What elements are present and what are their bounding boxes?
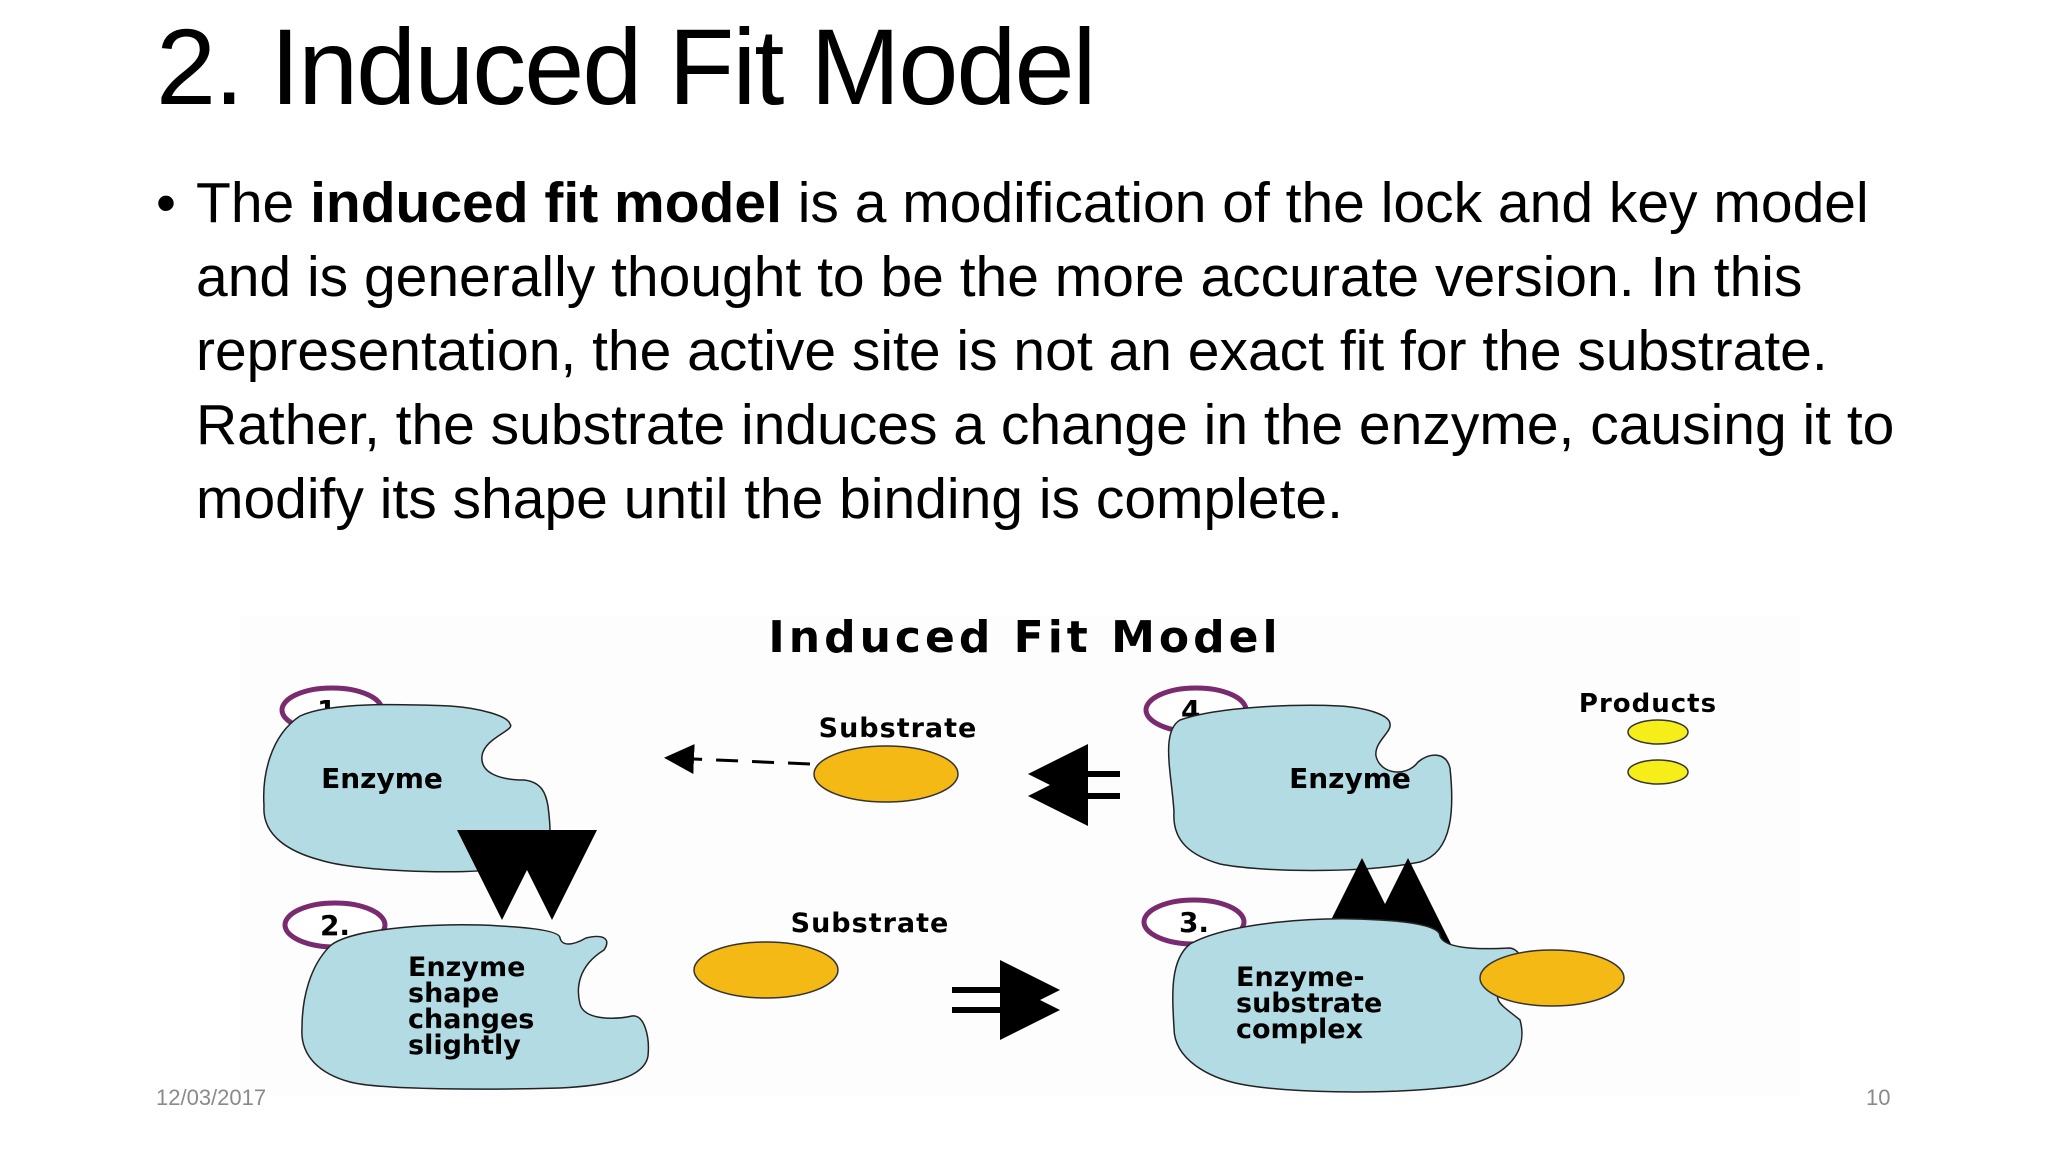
bullet-list: • The induced fit model is a modificatio… [156, 166, 1916, 536]
substrate-top [813, 745, 959, 803]
enzyme-2-shape [301, 924, 650, 1090]
svg-text:3.: 3. [1179, 906, 1209, 939]
footer-page-number: 10 [1866, 1085, 1891, 1110]
svg-text:complex: complex [1236, 1014, 1363, 1045]
slide-title: 2. Induced Fit Model [156, 6, 1097, 127]
down-arrows [457, 830, 597, 920]
svg-text:Enzyme: Enzyme [408, 952, 525, 983]
bullet-text-rest: is a modification of the lock and key mo… [196, 171, 1895, 531]
product-2 [1627, 759, 1689, 785]
bullet-item: • The induced fit model is a modificatio… [156, 166, 1916, 536]
diagram-title: Induced Fit Model [768, 616, 1281, 663]
substrate-bottom-label: Substrate [791, 908, 950, 939]
svg-text:slightly: slightly [408, 1030, 521, 1061]
bound-substrate [1479, 949, 1625, 1007]
equilibrium-arrows-bottom [952, 960, 1060, 1040]
up-arrows [1317, 858, 1453, 948]
equilibrium-arrows-top [1028, 744, 1120, 826]
product-1 [1627, 719, 1689, 745]
enzyme-3-shape [1172, 918, 1523, 1093]
step-2-badge: 2. [282, 900, 388, 950]
dashed-arrow [664, 744, 811, 775]
bullet-marker: • [156, 171, 176, 235]
svg-text:2.: 2. [320, 909, 350, 942]
enzyme-1-shape [262, 703, 551, 873]
enzyme-3-label: Enzyme- substrate complex [1236, 962, 1382, 1045]
enzyme-2-label: Enzyme shape changes slightly [408, 952, 534, 1061]
bullet-text-start: The [196, 171, 311, 235]
svg-text:shape: shape [408, 978, 499, 1009]
substrate-top-label: Substrate [819, 713, 978, 744]
svg-text:changes: changes [408, 1004, 534, 1035]
enzyme-1-label: Enzyme [321, 762, 443, 795]
diagram-graphic: Induced Fit Model 1. Enzyme Substrate 4. [262, 616, 1717, 1093]
bullet-bold-term: induced fit model [310, 171, 782, 235]
induced-fit-diagram: Induced Fit Model 1. Enzyme Substrate 4. [240, 616, 1800, 1096]
substrate-bottom [693, 941, 839, 999]
svg-text:substrate: substrate [1236, 988, 1382, 1019]
svg-text:Enzyme-: Enzyme- [1236, 962, 1365, 993]
products-label: Products [1579, 689, 1717, 719]
enzyme-4-shape [1167, 704, 1453, 872]
enzyme-4-label: Enzyme [1289, 762, 1411, 795]
footer-date: 12/03/2017 [156, 1085, 267, 1110]
